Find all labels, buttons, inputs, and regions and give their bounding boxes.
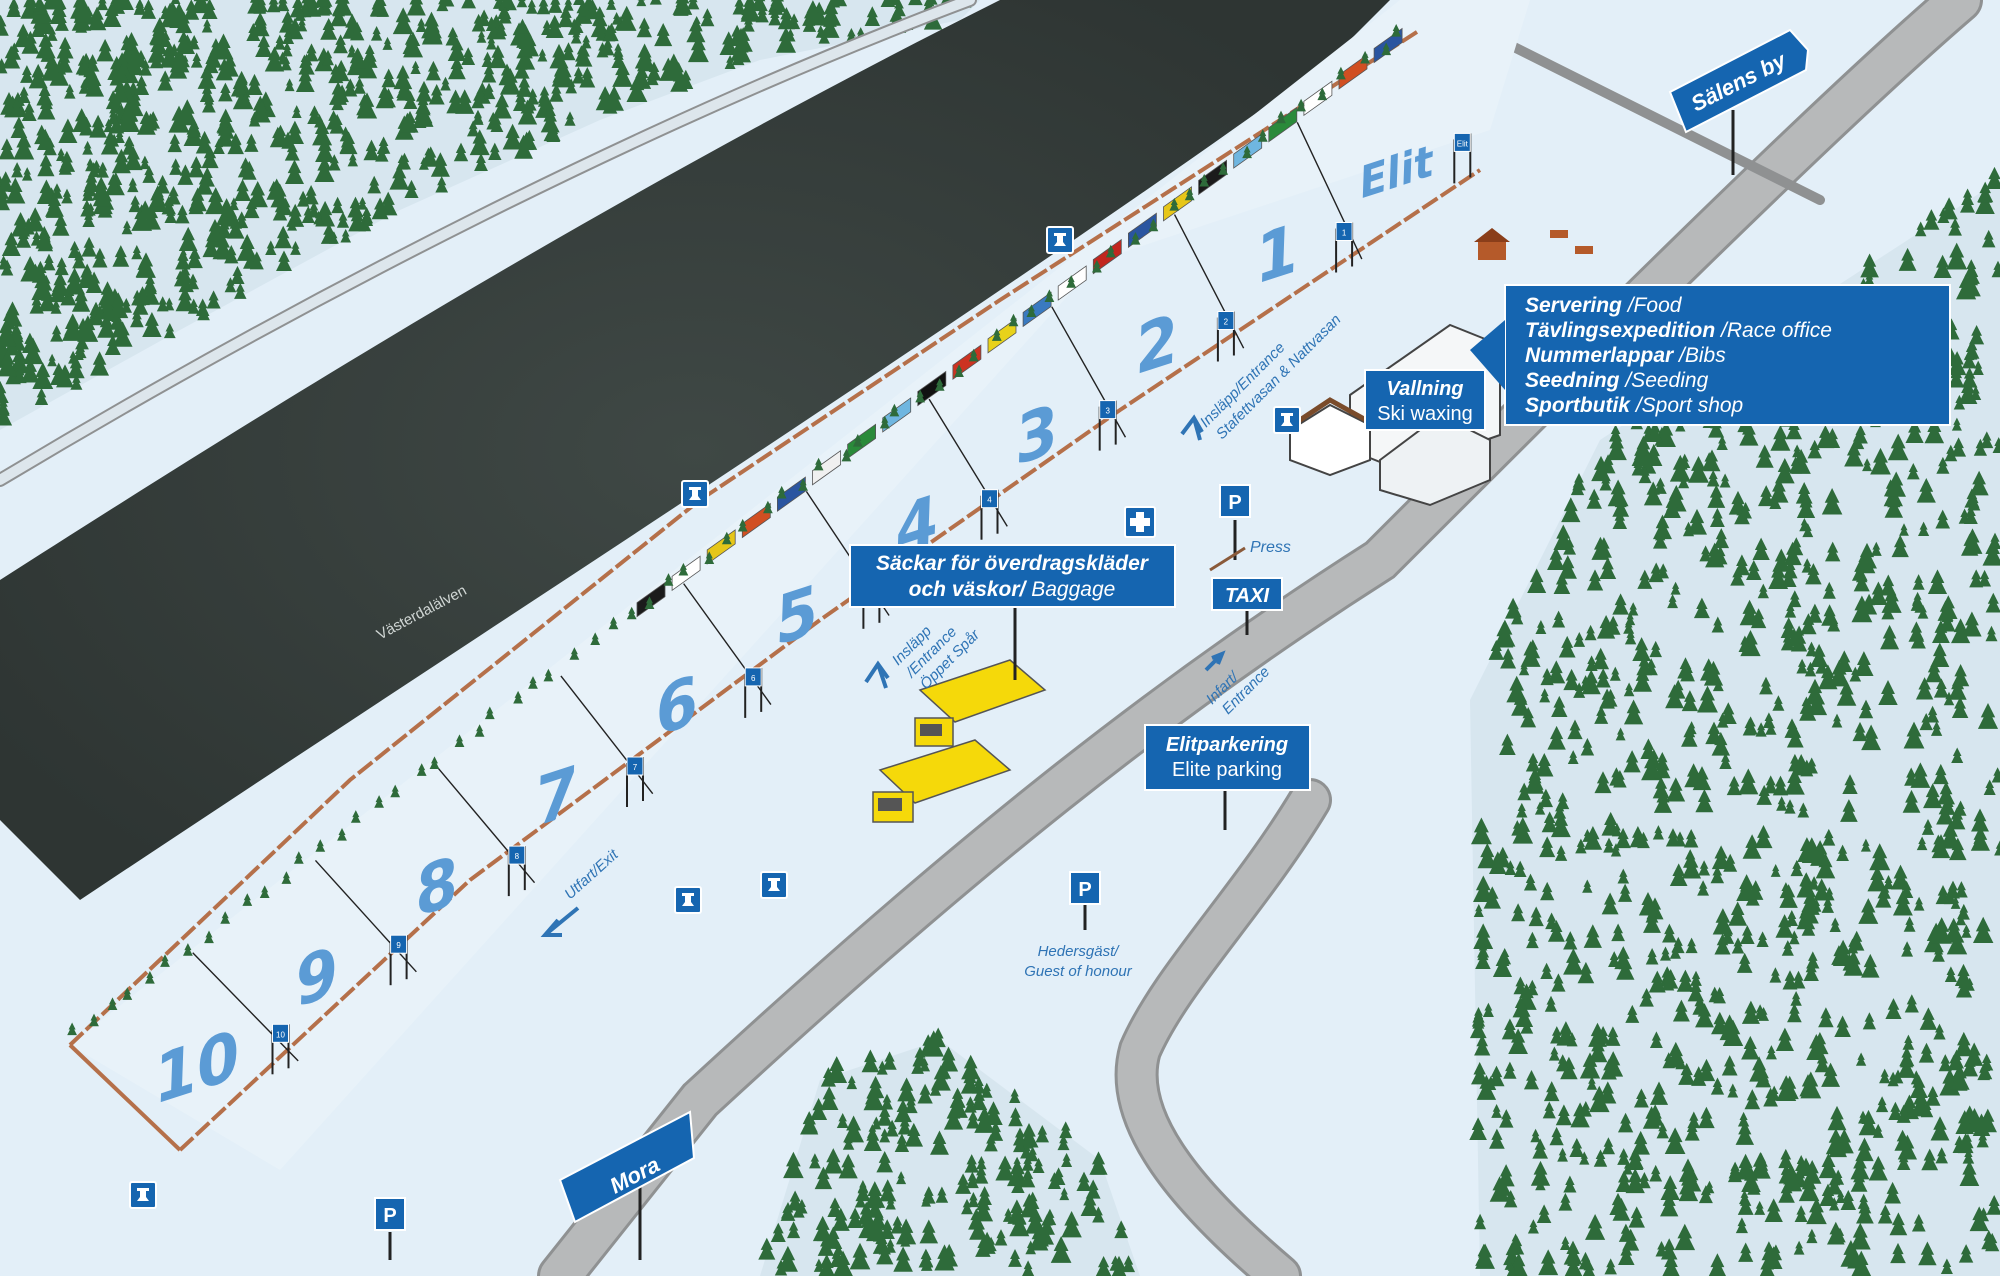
guest-label-2: Guest of honour xyxy=(1024,963,1133,980)
flag-banner xyxy=(812,449,841,486)
parking-sign-bottom[interactable]: P xyxy=(374,1197,406,1260)
gate-label: 8 xyxy=(515,852,520,861)
flag-banner xyxy=(1373,27,1403,64)
cabin xyxy=(1474,228,1593,260)
river: Västerdalälven xyxy=(0,0,1390,900)
start-field-number: 5 xyxy=(774,569,819,662)
toilet-icon[interactable] xyxy=(760,871,788,899)
gate-marker: 7 xyxy=(626,756,644,807)
first-aid-icon[interactable] xyxy=(1124,506,1156,538)
baggage-line1: Säckar för överdragskläder xyxy=(876,552,1150,575)
waxing-sv: Vallning xyxy=(1386,378,1463,400)
baggage-sign[interactable]: Säckar för överdragskläder och väskor/ B… xyxy=(849,544,1176,680)
service-line: Sportbutik /Sport shop xyxy=(1525,394,1743,417)
waxing-en: Ski waxing xyxy=(1377,403,1473,425)
service-line: Servering /Food xyxy=(1525,294,1683,317)
gate-marker: 3 xyxy=(1098,400,1117,451)
start-field-number: 1 xyxy=(1254,208,1299,301)
elite-parking-sv: Elitparkering xyxy=(1166,734,1288,756)
service-line: Nummerlappar /Bibs xyxy=(1525,344,1726,367)
forest-bottom xyxy=(758,1027,1140,1276)
press-label: Press xyxy=(1250,539,1291,556)
start-field-number: 7 xyxy=(534,750,579,843)
start-field-number: 9 xyxy=(294,931,339,1024)
guest-label-1: Hedersgäst/ xyxy=(1038,943,1121,960)
elite-parking-en: Elite parking xyxy=(1172,759,1282,781)
toilet-icon[interactable] xyxy=(129,1181,157,1209)
fence-entrance-side xyxy=(178,168,1482,1152)
parking-sign-guest[interactable]: P Hedersgäst/ Guest of honour xyxy=(1024,871,1133,980)
taxi-label: TAXI xyxy=(1225,585,1270,607)
gate-marker: 2 xyxy=(1216,311,1235,362)
baggage-truck-2 xyxy=(872,739,1012,823)
taxi-sign[interactable]: TAXI xyxy=(1211,577,1283,635)
gate-label: 3 xyxy=(1105,407,1110,416)
field-divider xyxy=(192,952,299,1062)
toilet-icon[interactable] xyxy=(1273,406,1301,434)
toilet-icon[interactable] xyxy=(1046,226,1074,254)
gate-marker: 10 xyxy=(271,1023,290,1075)
parking-icon: P xyxy=(1228,492,1241,514)
gate-marker: 4 xyxy=(980,489,999,540)
service-line: Seedning /Seeding xyxy=(1525,369,1709,392)
gate-marker: 9 xyxy=(389,934,408,986)
gate-label: 10 xyxy=(276,1030,285,1039)
flag-banner xyxy=(1163,186,1192,222)
gate-marker: Elit xyxy=(1453,132,1472,184)
flag-banner xyxy=(1268,106,1298,143)
gate-label: 4 xyxy=(987,496,992,505)
gate-marker: 8 xyxy=(507,845,526,897)
waxing-sign[interactable]: Vallning Ski waxing xyxy=(1364,369,1486,431)
gate-label: Elit xyxy=(1457,139,1469,148)
flag-banner xyxy=(847,423,876,460)
gate-label: 1 xyxy=(1342,229,1347,238)
gate-label: 7 xyxy=(633,763,638,772)
svg-text:och väskor/ Baggage: och väskor/ Baggage xyxy=(909,578,1116,601)
baggage-line2-en: Baggage xyxy=(1025,578,1115,601)
baggage-line2: och väskor/ xyxy=(909,578,1028,601)
gate-label: 9 xyxy=(396,941,401,950)
fence-river-side xyxy=(68,28,1422,1047)
gate-marker: 6 xyxy=(744,667,763,718)
flag-banner xyxy=(1303,80,1333,117)
forest-top-left xyxy=(0,0,980,430)
service-line: Tävlingsexpedition /Race office xyxy=(1525,319,1832,342)
gate-label: 6 xyxy=(751,674,756,683)
flag-banner xyxy=(1022,291,1052,328)
toilet-icon[interactable] xyxy=(681,480,709,508)
toilet-icon[interactable] xyxy=(674,886,702,914)
start-field-number: 3 xyxy=(1014,389,1059,482)
elite-parking-sign[interactable]: Elitparkering Elite parking xyxy=(1144,724,1311,830)
start-field-number: 6 xyxy=(654,660,699,753)
start-field-number: 2 xyxy=(1134,298,1179,391)
parking-icon: P xyxy=(383,1205,396,1227)
flag-banner xyxy=(777,476,806,512)
start-field-number: 8 xyxy=(414,840,459,933)
forest-right xyxy=(1469,166,2000,1276)
gate-marker: 1 xyxy=(1335,222,1354,273)
gate-label: 2 xyxy=(1224,318,1229,327)
parking-icon: P xyxy=(1078,879,1091,901)
parking-sign-press[interactable]: P Press xyxy=(1209,484,1291,572)
